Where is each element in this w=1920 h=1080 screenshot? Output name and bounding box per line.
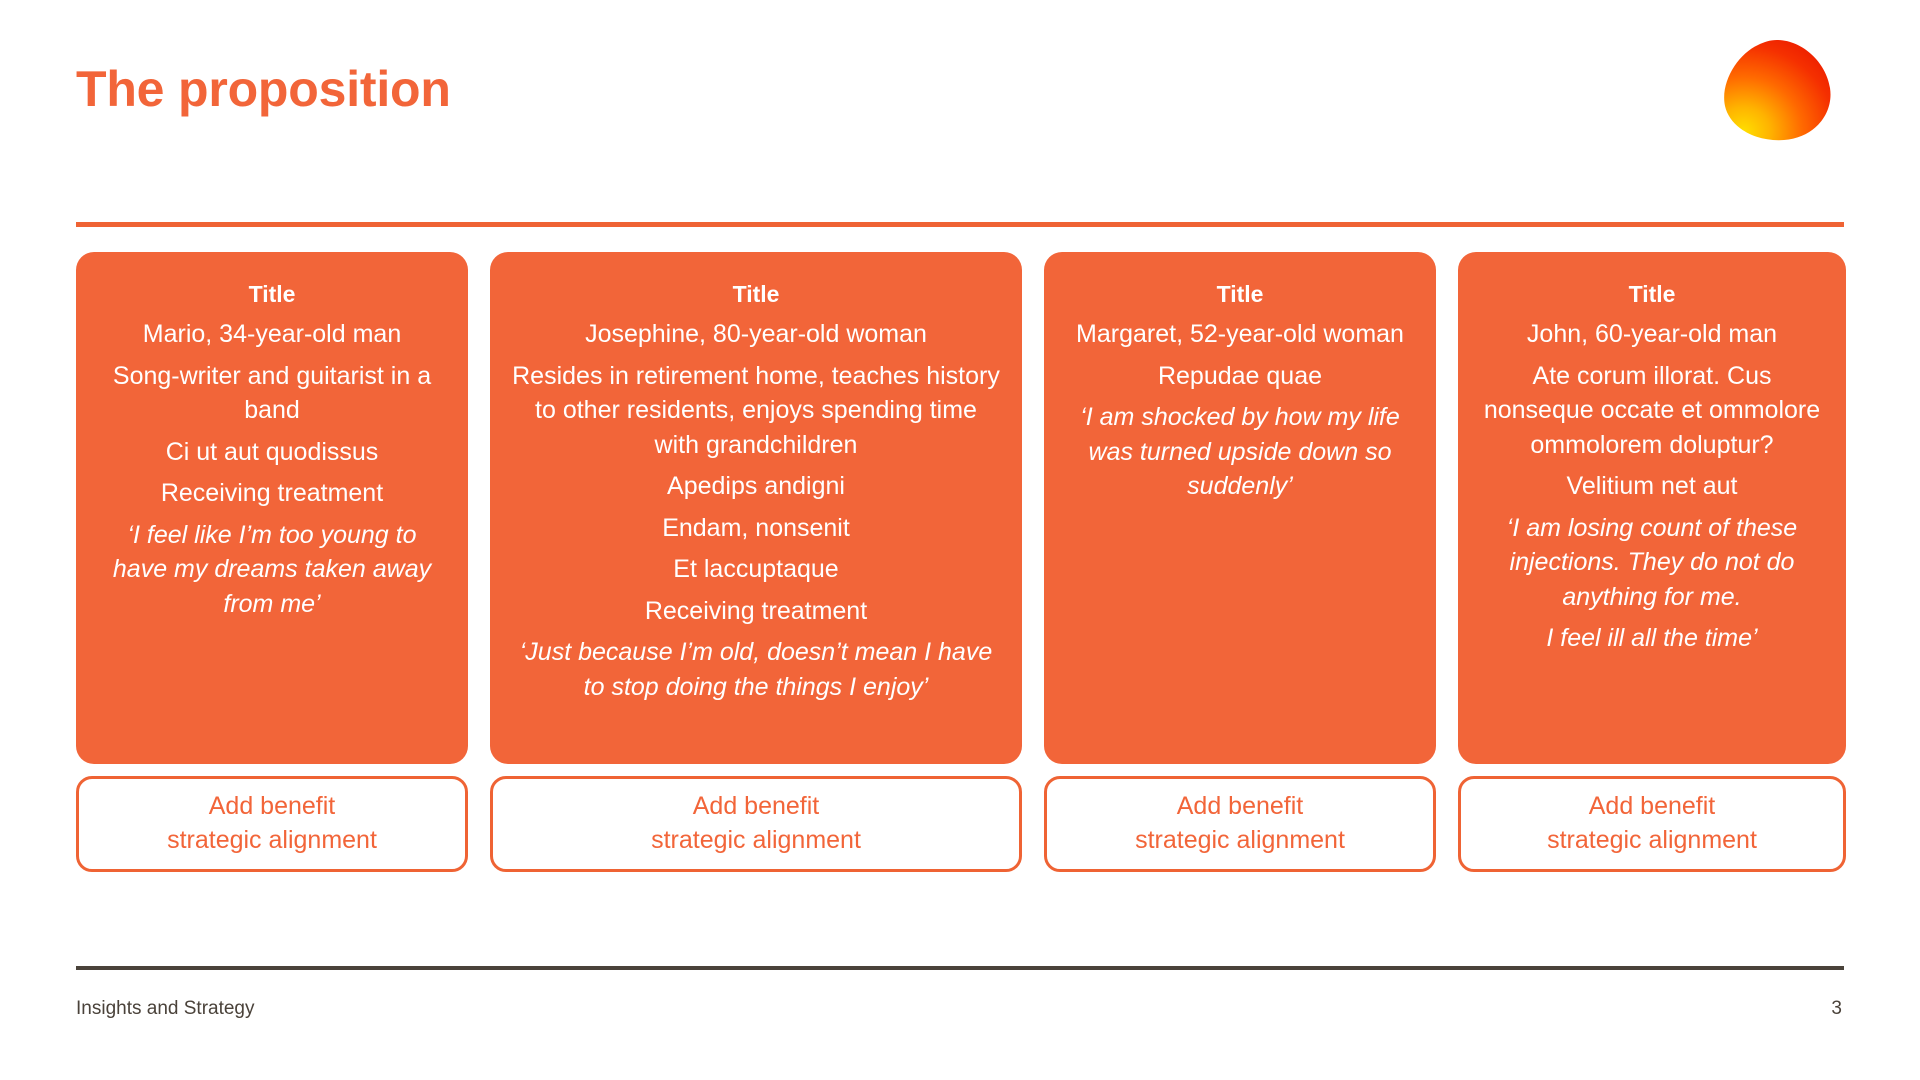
card-title: Title bbox=[1216, 281, 1264, 307]
persona-card: Title Josephine, 80-year-old woman Resid… bbox=[490, 252, 1022, 764]
add-benefit-button[interactable]: Add benefit strategic alignment bbox=[76, 776, 468, 872]
card-line: Ate corum illorat. Cus nonseque occate e… bbox=[1483, 361, 1821, 459]
header-divider bbox=[76, 222, 1844, 227]
add-benefit-button[interactable]: Add benefit strategic alignment bbox=[1044, 776, 1436, 872]
card-line: Receiving treatment bbox=[160, 479, 384, 508]
card-line: Margaret, 52-year-old woman bbox=[1076, 320, 1404, 349]
card-line: Josephine, 80-year-old woman bbox=[585, 320, 927, 349]
card-quote: ‘I am losing count of these injections. … bbox=[1506, 513, 1798, 611]
persona-column-2: Title Josephine, 80-year-old woman Resid… bbox=[490, 252, 1022, 872]
card-line: Repudae quae bbox=[1157, 361, 1323, 390]
card-quote: ‘Just because I’m old, doesn’t mean I ha… bbox=[519, 638, 993, 701]
persona-column-3: Title Margaret, 52-year-old woman Repuda… bbox=[1044, 252, 1436, 872]
persona-card: Title Mario, 34-year-old man Song-writer… bbox=[76, 252, 468, 764]
benefit-line-1: Add benefit bbox=[208, 792, 336, 821]
card-line: Endam, nonsenit bbox=[662, 513, 850, 542]
benefit-line-1: Add benefit bbox=[692, 792, 820, 821]
persona-card: Title Margaret, 52-year-old woman Repuda… bbox=[1044, 252, 1436, 764]
footer-label: Insights and Strategy bbox=[76, 998, 255, 1019]
persona-column-4: Title John, 60-year-old man Ate corum il… bbox=[1458, 252, 1846, 872]
persona-card: Title John, 60-year-old man Ate corum il… bbox=[1458, 252, 1846, 764]
add-benefit-button[interactable]: Add benefit strategic alignment bbox=[1458, 776, 1846, 872]
page-title: The proposition bbox=[76, 61, 451, 117]
card-title: Title bbox=[732, 281, 780, 307]
card-line: Velitium net aut bbox=[1566, 472, 1738, 501]
card-line: Ci ut aut quodissus bbox=[165, 437, 379, 466]
card-line: Et laccuptaque bbox=[673, 555, 839, 584]
card-line: Song-writer and guitarist in a band bbox=[112, 361, 432, 425]
card-title: Title bbox=[1628, 281, 1676, 307]
card-line: John, 60-year-old man bbox=[1526, 320, 1778, 349]
benefit-line-2: strategic alignment bbox=[651, 826, 861, 854]
add-benefit-button[interactable]: Add benefit strategic alignment bbox=[490, 776, 1022, 872]
card-line: Resides in retirement home, teaches hist… bbox=[512, 361, 1000, 459]
card-quote: I feel ill all the time’ bbox=[1546, 624, 1758, 653]
persona-card-grid: Title Mario, 34-year-old man Song-writer… bbox=[76, 252, 1846, 872]
blob-logo-icon bbox=[1722, 38, 1832, 142]
benefit-line-2: strategic alignment bbox=[1135, 826, 1345, 854]
benefit-line-2: strategic alignment bbox=[1547, 826, 1757, 854]
page-number: 3 bbox=[1831, 998, 1842, 1019]
card-title: Title bbox=[248, 281, 296, 307]
benefit-line-1: Add benefit bbox=[1176, 792, 1304, 821]
card-quote: ‘I feel like I’m too young to have my dr… bbox=[112, 520, 432, 618]
card-line: Receiving treatment bbox=[644, 596, 868, 625]
benefit-line-2: strategic alignment bbox=[167, 826, 377, 854]
card-line: Mario, 34-year-old man bbox=[142, 320, 402, 349]
benefit-line-1: Add benefit bbox=[1588, 792, 1716, 821]
footer-divider bbox=[76, 966, 1844, 970]
persona-column-1: Title Mario, 34-year-old man Song-writer… bbox=[76, 252, 468, 872]
card-quote: ‘I am shocked by how my life was turned … bbox=[1080, 403, 1400, 501]
card-line: Apedips andigni bbox=[667, 472, 845, 501]
